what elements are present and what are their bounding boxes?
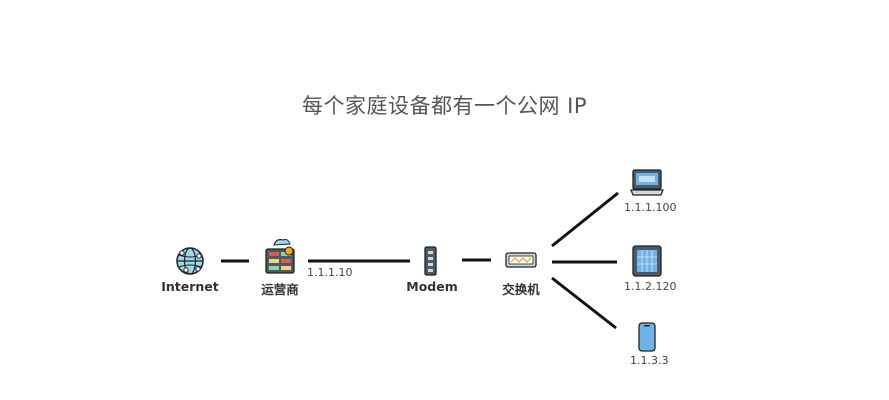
ip-label-isp-modem: 1.1.1.10 [307,266,353,279]
node-label-modem: Modem [406,279,458,294]
network-switch-icon [505,252,537,268]
node-label-internet: Internet [161,279,219,294]
laptop-icon [630,169,664,196]
link-switch-phone [551,276,617,330]
tablet-icon [632,245,662,277]
globe-icon [176,247,204,275]
modem-icon [424,246,437,276]
diagram-title: 每个家庭设备都有一个公网 IP [301,94,588,118]
phone-icon [638,322,656,352]
ip-label-tablet: 1.1.2.120 [624,280,677,293]
node-label-switch: 交换机 [502,282,540,297]
link-switch-laptop [551,191,619,248]
node-label-isp: 运营商 [261,282,299,297]
ip-label-phone: 1.1.3.3 [630,354,669,367]
ip-label-laptop: 1.1.1.100 [624,201,677,214]
server-rack-icon [265,239,295,274]
